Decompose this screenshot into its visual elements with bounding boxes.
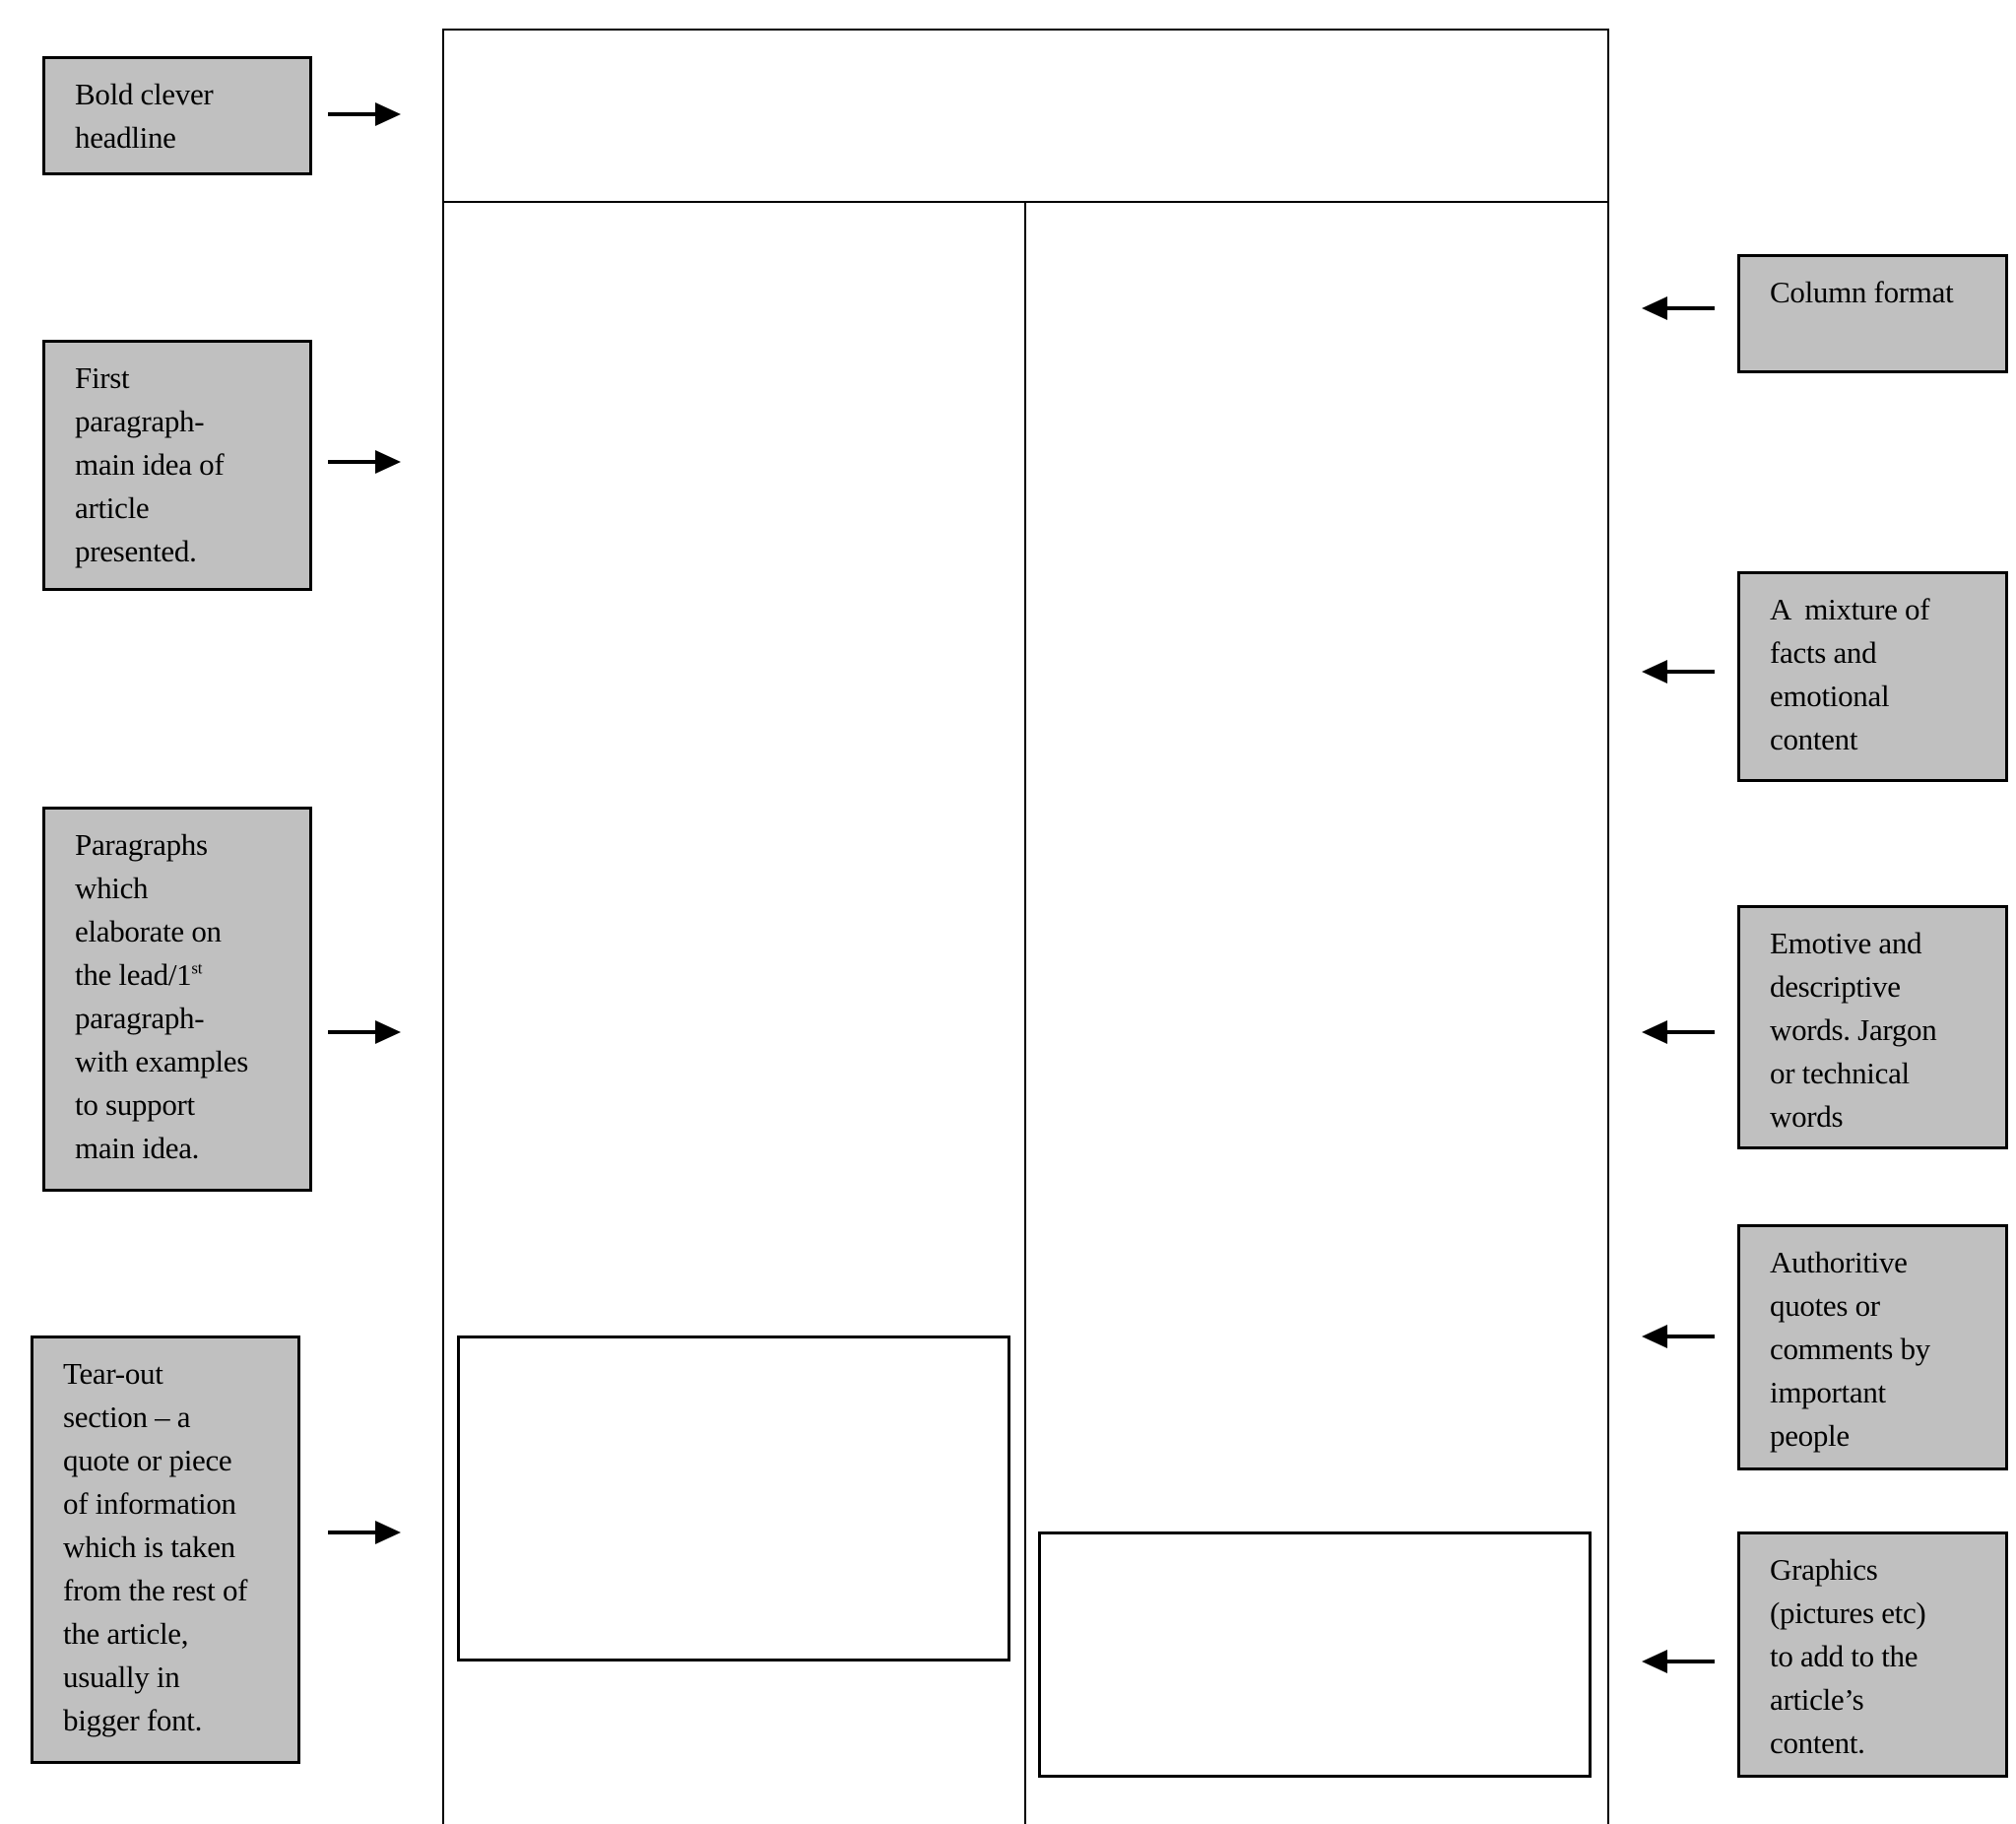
label-line: words. Jargon (1770, 1012, 1937, 1047)
label-line: Graphics (1770, 1552, 1878, 1587)
label-line-with-superscript: the lead/1st (75, 953, 288, 997)
label-first-paragraph: First paragraph- main idea of article pr… (42, 340, 312, 591)
label-line: of information (63, 1486, 236, 1521)
label-line: with examples (75, 1044, 249, 1078)
label-line: Emotive and (1770, 926, 1922, 960)
label-tear-out: Tear-out section – a quote or piece of i… (31, 1335, 300, 1764)
label-graphics: Graphics (pictures etc) to add to the ar… (1737, 1531, 2008, 1778)
label-line: content. (1770, 1726, 1865, 1760)
label-headline: Bold clever headline (42, 56, 312, 175)
superscript-st: st (191, 958, 203, 978)
graphics-box (1038, 1531, 1592, 1778)
arrow-right-icon (328, 450, 401, 474)
label-quotes: Authoritive quotes or comments by import… (1737, 1224, 2008, 1470)
label-line: Authoritive (1770, 1245, 1908, 1279)
label-line: section – a (63, 1400, 191, 1434)
label-line: the article, (63, 1616, 189, 1651)
label-line: paragraph- (75, 404, 205, 438)
label-emotive-words: Emotive and descriptive words. Jargon or… (1737, 905, 2008, 1149)
label-line: main idea of (75, 447, 225, 482)
label-line: quotes or (1770, 1288, 1880, 1323)
arrow-left-icon (1642, 1325, 1715, 1348)
label-facts-emotion: A mixture of facts and emotional content (1737, 571, 2008, 782)
arrow-left-icon (1642, 1020, 1715, 1044)
arrow-left-icon (1642, 1650, 1715, 1673)
label-line: or technical (1770, 1056, 1910, 1090)
label-line: Bold clever (75, 77, 214, 111)
arrow-left-icon (1642, 296, 1715, 320)
column-divider (1024, 201, 1026, 1824)
label-line: presented. (75, 534, 197, 568)
arrow-right-icon (328, 102, 401, 126)
arrow-right-icon (328, 1020, 401, 1044)
label-line: facts and (1770, 635, 1877, 670)
label-line: Paragraphs (75, 827, 208, 862)
label-line: emotional (1770, 679, 1890, 713)
label-line: First (75, 360, 130, 395)
label-line: paragraph- (75, 1001, 205, 1035)
label-line: Column format (1770, 275, 1954, 309)
label-line: quote or piece (63, 1443, 232, 1477)
label-line: which (75, 871, 149, 905)
label-line: which is taken (63, 1530, 235, 1564)
label-line: comments by (1770, 1332, 1930, 1366)
tear-out-box (457, 1335, 1010, 1661)
arrow-right-icon (328, 1521, 401, 1544)
label-line-text: the lead/1 (75, 957, 192, 992)
label-line: usually in (63, 1660, 180, 1694)
label-line: article (75, 490, 150, 525)
label-line: (pictures etc) (1770, 1596, 1926, 1630)
label-line: Tear-out (63, 1356, 163, 1391)
label-line: from the rest of (63, 1573, 248, 1607)
label-line: important (1770, 1375, 1886, 1409)
label-line: headline (75, 120, 176, 155)
label-line: descriptive (1770, 969, 1901, 1004)
arrow-left-icon (1642, 660, 1715, 684)
label-line: people (1770, 1418, 1850, 1453)
label-line: A mixture of (1770, 592, 1930, 626)
frame-top-edge (442, 29, 1609, 31)
label-line: content (1770, 722, 1858, 756)
label-line: bigger font. (63, 1703, 203, 1737)
label-line: words (1770, 1099, 1844, 1134)
frame-right-edge (1607, 29, 1609, 1824)
label-elaborating-paragraphs: Paragraphs which elaborate on the lead/1… (42, 807, 312, 1192)
label-line: to add to the (1770, 1639, 1918, 1673)
label-line: article’s (1770, 1682, 1864, 1717)
label-line: elaborate on (75, 914, 222, 948)
label-line: main idea. (75, 1131, 200, 1165)
label-column-format: Column format (1737, 254, 2008, 373)
label-line: to support (75, 1087, 195, 1122)
frame-left-edge (442, 29, 444, 1824)
